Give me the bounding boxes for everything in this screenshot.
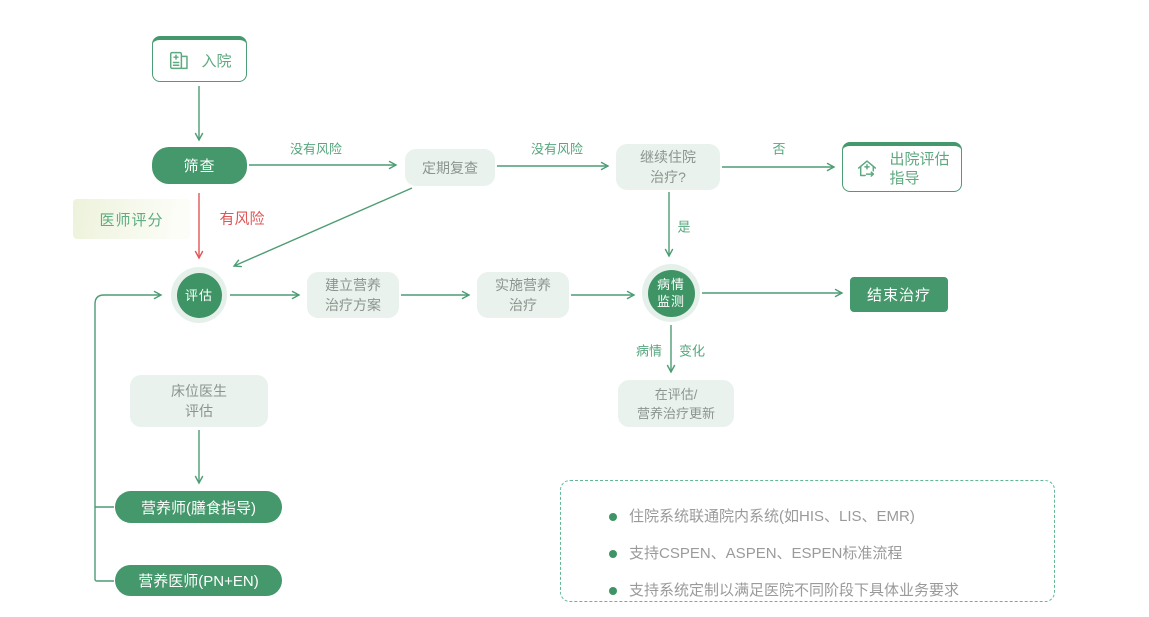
screening-label: 筛查 bbox=[183, 158, 216, 175]
dietitian-node: 营养师(膳食指导) bbox=[115, 491, 282, 523]
end-treatment-label: 结束治疗 bbox=[866, 287, 931, 304]
info-list: 住院系统联通院内系统(如HIS、LIS、EMR) 支持CSPEN、ASPEN、E… bbox=[561, 481, 1054, 600]
info-item: 支持系统定制以满足医院不同阶段下具体业务要求 bbox=[609, 582, 1054, 600]
nutrition-plan-node: 建立营养 治疗方案 bbox=[307, 272, 399, 318]
assessment-label: 评估 bbox=[184, 287, 213, 303]
reassess-update-line1: 在评估/ bbox=[654, 386, 698, 402]
condition-monitoring-node: 病情 监测 bbox=[642, 264, 700, 322]
discharge-line1: 出院评估 bbox=[889, 150, 950, 168]
physician-score-label: 医师评分 bbox=[99, 211, 164, 229]
dietitian-label: 营养师(膳食指导) bbox=[141, 499, 256, 517]
continue-hospital-line1: 继续住院 bbox=[640, 149, 696, 165]
edge-label-has-risk: 有风险 bbox=[219, 210, 265, 228]
condition-monitoring-line2: 监测 bbox=[656, 294, 685, 309]
nutrition-physician-label: 营养医师(PN+EN) bbox=[138, 573, 259, 590]
admission-form-icon bbox=[170, 51, 189, 69]
edge-label-no-risk-2: 没有风险 bbox=[530, 141, 584, 157]
periodic-review-label: 定期复查 bbox=[422, 159, 478, 176]
implement-treatment-line2: 治疗 bbox=[509, 297, 537, 313]
info-item-text: 住院系统联通院内系统(如HIS、LIS、EMR) bbox=[629, 508, 915, 525]
reassess-update-line2: 营养治疗更新 bbox=[636, 405, 715, 421]
edge-label-yes: 是 bbox=[677, 219, 691, 235]
info-item: 住院系统联通院内系统(如HIS、LIS、EMR) bbox=[609, 508, 1054, 526]
discharge-line2: 指导 bbox=[889, 169, 920, 187]
bed-doctor-line1: 床位医生 bbox=[171, 383, 227, 399]
info-item-text: 支持CSPEN、ASPEN、ESPEN标准流程 bbox=[629, 545, 903, 562]
discharge-node: 出院评估 指导 bbox=[842, 142, 962, 192]
bullet-dot-icon bbox=[609, 550, 617, 558]
reassess-update-node: 在评估/ 营养治疗更新 bbox=[618, 380, 734, 427]
edge-label-no: 否 bbox=[772, 141, 786, 157]
admission-label: 入院 bbox=[201, 53, 232, 70]
bed-doctor-line2: 评估 bbox=[185, 403, 213, 419]
assessment-node: 评估 bbox=[171, 267, 227, 323]
nutrition-physician-node: 营养医师(PN+EN) bbox=[115, 565, 282, 596]
bullet-dot-icon bbox=[609, 587, 617, 595]
bed-doctor-node: 床位医生 评估 bbox=[130, 375, 268, 427]
edge-label-condition: 病情 bbox=[635, 343, 663, 359]
nutrition-plan-line1: 建立营养 bbox=[325, 277, 381, 293]
info-item: 支持CSPEN、ASPEN、ESPEN标准流程 bbox=[609, 545, 1054, 563]
implement-treatment-node: 实施营养 治疗 bbox=[477, 272, 569, 318]
implement-treatment-line1: 实施营养 bbox=[495, 277, 551, 293]
discharge-home-icon bbox=[858, 159, 877, 177]
bullet-dot-icon bbox=[609, 513, 617, 521]
nutrition-plan-line2: 治疗方案 bbox=[325, 297, 381, 313]
continue-hospital-node: 继续住院 治疗? bbox=[616, 144, 720, 190]
edge-label-no-risk-1: 没有风险 bbox=[289, 141, 343, 157]
condition-monitoring-line1: 病情 bbox=[656, 277, 685, 292]
physician-score-badge: 医师评分 bbox=[73, 199, 190, 239]
admission-node: 入院 bbox=[152, 36, 247, 82]
end-treatment-node: 结束治疗 bbox=[850, 277, 948, 312]
info-panel: 住院系统联通院内系统(如HIS、LIS、EMR) 支持CSPEN、ASPEN、E… bbox=[560, 480, 1055, 602]
continue-hospital-line2: 治疗? bbox=[650, 169, 686, 185]
periodic-review-node: 定期复查 bbox=[405, 149, 495, 186]
screening-node: 筛查 bbox=[152, 147, 247, 184]
edge-label-change: 变化 bbox=[678, 343, 706, 359]
info-item-text: 支持系统定制以满足医院不同阶段下具体业务要求 bbox=[629, 582, 960, 599]
